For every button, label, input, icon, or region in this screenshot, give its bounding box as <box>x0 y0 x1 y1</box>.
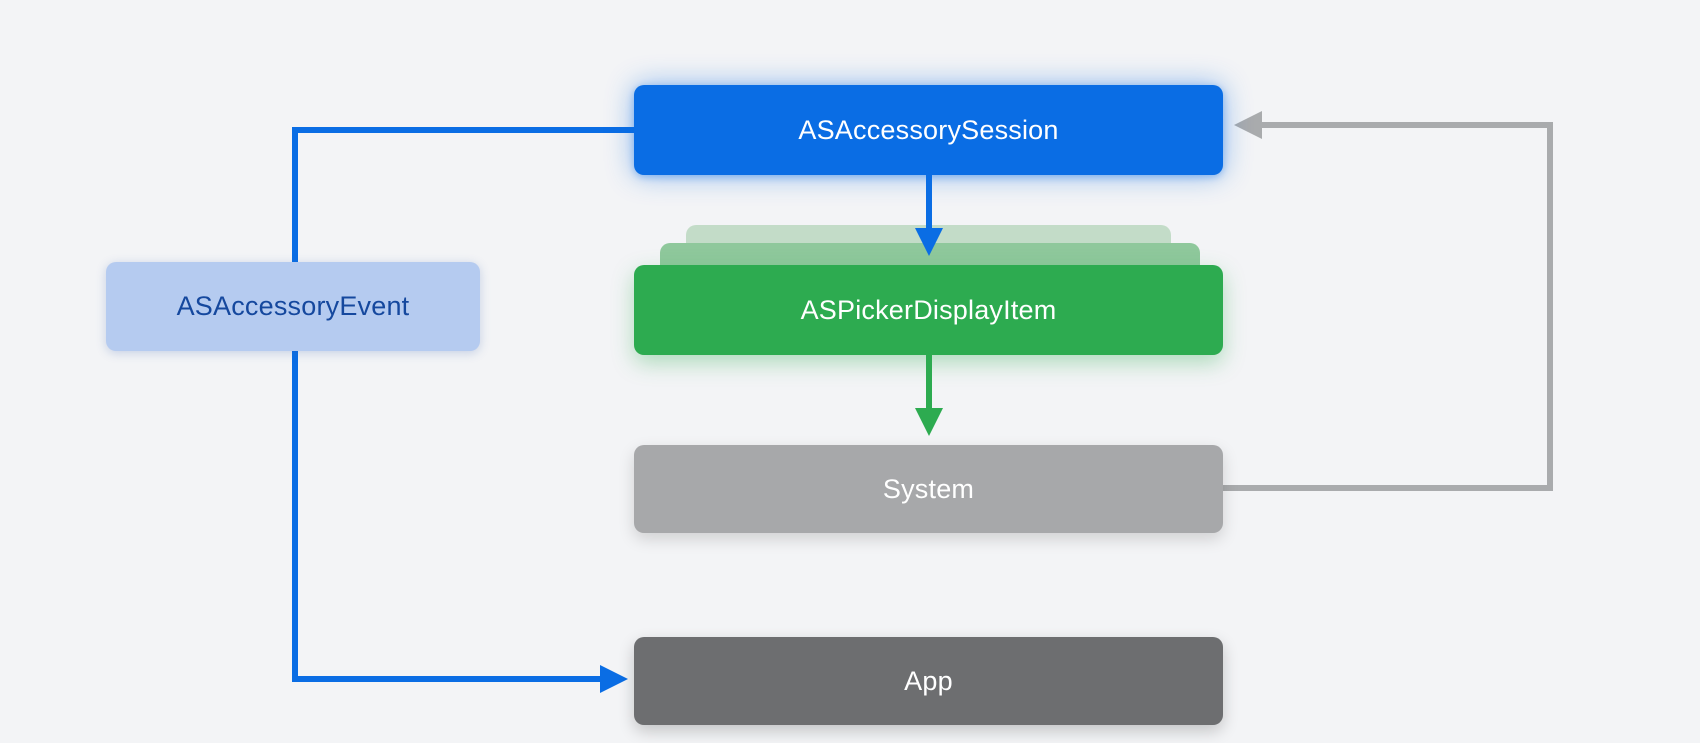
node-aspickerdisplayitem-label: ASPickerDisplayItem <box>800 294 1057 325</box>
node-asaccessoryevent-label: ASAccessoryEvent <box>176 291 410 321</box>
node-app: App <box>634 637 1223 725</box>
node-app-label: App <box>904 665 953 696</box>
node-asaccessorysession: ASAccessorySession <box>634 85 1223 175</box>
node-aspickerdisplayitem: ASPickerDisplayItem <box>634 265 1223 355</box>
arrowhead-right-icon <box>600 665 628 693</box>
arrowhead-left-icon <box>1234 111 1262 139</box>
node-asaccessorysession-label: ASAccessorySession <box>798 114 1059 145</box>
node-asaccessoryevent: ASAccessoryEvent <box>106 262 480 351</box>
node-system-label: System <box>882 473 975 504</box>
node-system: System <box>634 445 1223 533</box>
arrowhead-down-green-icon <box>915 408 943 436</box>
edge-system-to-session-line <box>1223 122 1553 491</box>
edge-session-to-app-line <box>292 127 634 682</box>
